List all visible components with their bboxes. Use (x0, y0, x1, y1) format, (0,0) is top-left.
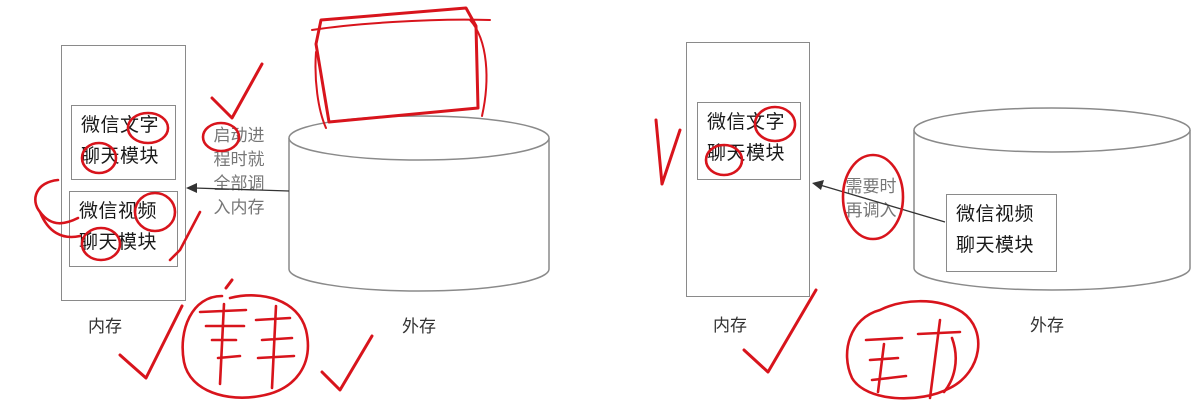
module-line-1: 微信视频 (956, 203, 1035, 225)
note-line: 入内存 (213, 198, 265, 218)
note-line: 需要时 (845, 177, 897, 197)
left-memory-wechat-text-module: 微信文字 聊天模块 (71, 105, 176, 180)
right-check-marks (654, 118, 818, 374)
right-storage-label: 外存 (1030, 316, 1064, 336)
handwriting-jing-circle (181, 294, 310, 399)
right-memory-wechat-text-module: 微信文字 聊天模块 (697, 102, 801, 180)
module-line-1: 微信文字 (81, 114, 160, 136)
left-memory-label: 内存 (88, 317, 122, 337)
right-arrow-note: 需要时 再调入 (832, 175, 910, 223)
module-line-1: 微信文字 (707, 111, 786, 133)
left-storage-label: 外存 (402, 317, 436, 337)
handwriting-box-yunxing (311, 6, 491, 129)
module-line-2: 聊天模块 (79, 231, 158, 253)
note-line: 程时就 (213, 150, 265, 170)
handwriting-dong-circle (845, 299, 980, 400)
note-line: 再调入 (845, 201, 897, 221)
module-line-2: 聊天模块 (707, 142, 786, 164)
module-line-2: 聊天模块 (956, 234, 1035, 256)
left-module-circles (34, 111, 241, 262)
right-memory-label: 内存 (713, 316, 747, 336)
left-storage-cylinder (288, 115, 550, 292)
left-load-arrow (186, 183, 290, 193)
right-storage-wechat-video-module: 微信视频 聊天模块 (946, 194, 1057, 272)
module-line-2: 聊天模块 (81, 145, 160, 167)
left-check-marks (118, 62, 374, 392)
right-load-arrow (812, 180, 946, 223)
